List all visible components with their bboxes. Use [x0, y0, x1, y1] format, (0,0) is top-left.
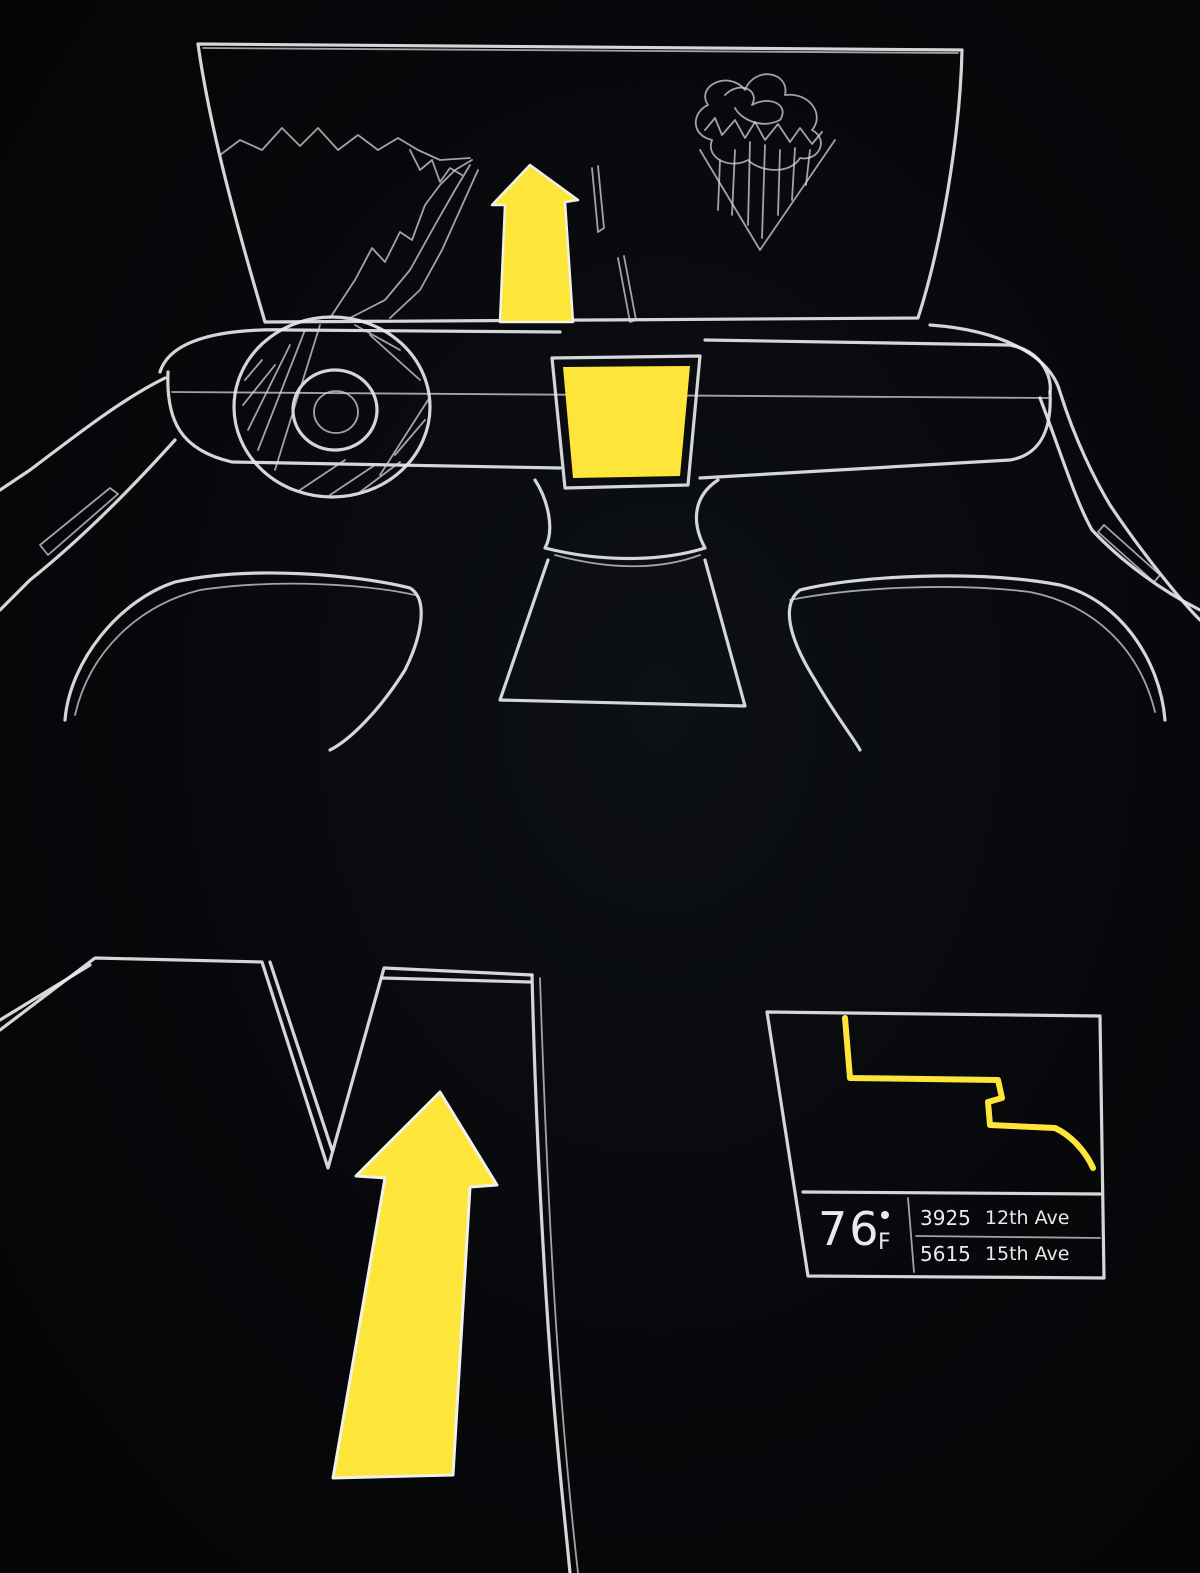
route-line-icon — [845, 1018, 1093, 1168]
dashboard — [0, 317, 1200, 750]
hud-windshield-display — [198, 44, 962, 322]
up-arrow-icon — [492, 165, 578, 322]
hud-lane-marks — [592, 166, 636, 322]
road-view — [0, 958, 578, 1573]
degree-symbol — [881, 1211, 889, 1219]
steering-wheel-icon — [234, 317, 430, 497]
tree-icon — [696, 74, 835, 250]
center-console-screen — [563, 366, 690, 478]
mountain-icon — [220, 128, 478, 318]
up-arrow-icon — [333, 1092, 497, 1478]
navigation-panel — [767, 1012, 1104, 1278]
